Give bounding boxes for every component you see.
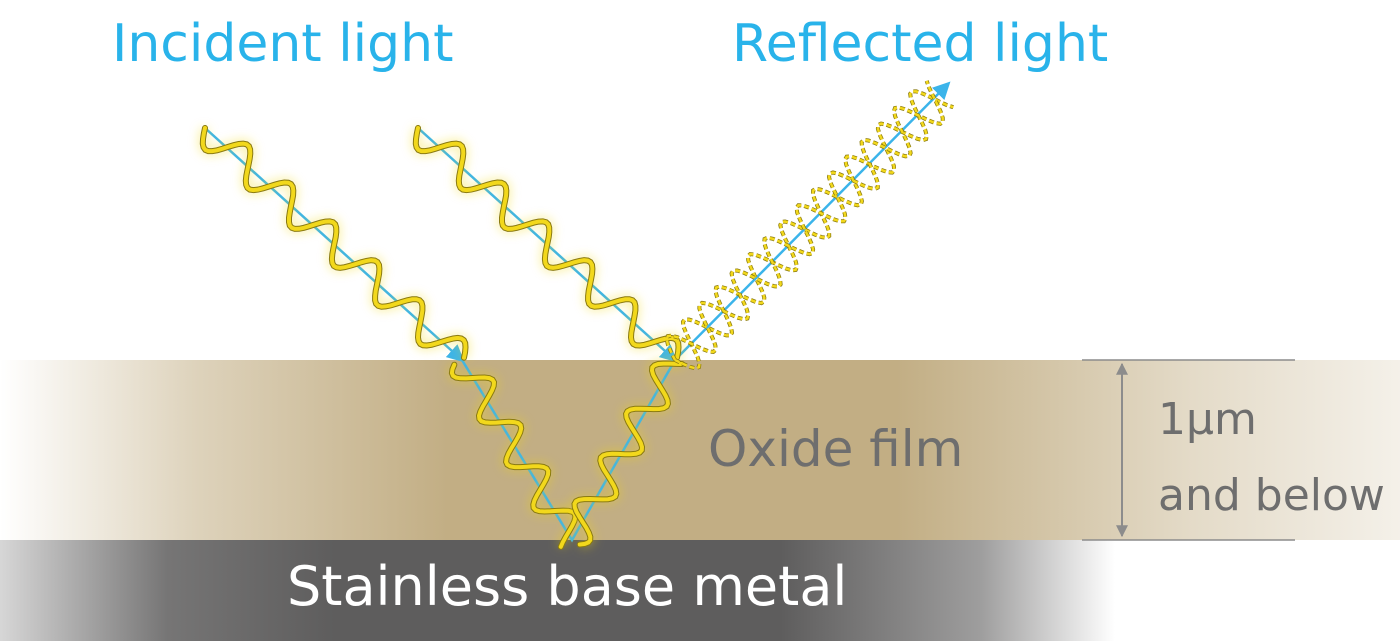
base-metal-label: Stainless base metal xyxy=(287,555,848,618)
light-waves xyxy=(198,80,954,550)
incident-wave-2 xyxy=(413,126,681,360)
reflected-wave-a-outline xyxy=(674,89,954,371)
thickness-qualifier-label: and below xyxy=(1158,470,1385,521)
stainless-base-metal-layer xyxy=(0,540,1115,641)
reflected-ray xyxy=(674,81,951,361)
film-wave-up xyxy=(572,361,684,547)
oxide-film-label: Oxide film xyxy=(708,420,964,478)
incident-wave-1 xyxy=(200,126,468,360)
film-wave-down xyxy=(449,362,578,549)
incident-light-label: Incident light xyxy=(112,14,454,74)
reflected-wave-a xyxy=(674,90,954,370)
thickness-value-label: 1µm xyxy=(1158,394,1257,445)
reflected-light-label: Reflected light xyxy=(732,14,1109,74)
oxide-film-layer xyxy=(0,360,1400,540)
reflected-wave-b-outline xyxy=(664,80,945,361)
reflected-wave-b xyxy=(665,80,945,361)
